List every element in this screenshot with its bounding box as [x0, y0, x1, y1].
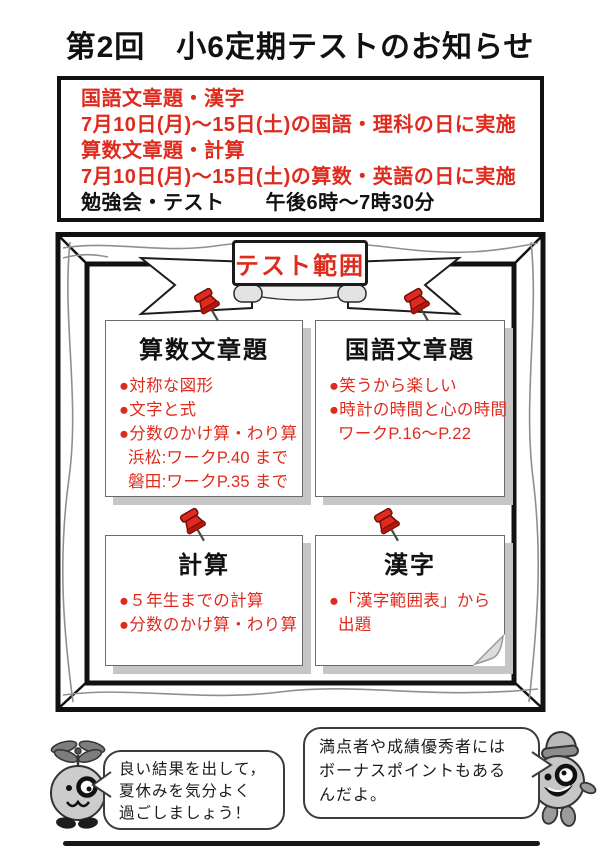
mascot-propeller-icon	[50, 740, 106, 763]
card-title: 漢字	[384, 552, 436, 579]
card-item: ●笑うから楽しい	[329, 377, 457, 395]
pushpin-icon	[373, 507, 400, 542]
card-title: 算数文章題	[139, 337, 269, 364]
bubble-tail-right-icon	[531, 751, 553, 778]
card-item: 磐田:ワークP.35 まで	[128, 473, 289, 491]
notice-line: 7月10日(月)～15日(土)の算数・英語の日に実施	[81, 166, 517, 188]
card-item: ●文字と式	[119, 401, 197, 419]
card-item: ●対称な図形	[119, 377, 214, 395]
notice-line: 7月10日(月)～15日(土)の国語・理科の日に実施	[81, 114, 517, 136]
notice-box: 国語文章題・漢字 7月10日(月)～15日(土)の国語・理科の日に実施 算数文章…	[57, 76, 544, 222]
card-item: ●分数のかけ算・わり算	[119, 425, 298, 443]
card-item: ●「漢字範囲表」から	[329, 592, 491, 610]
notice-line-session: 勉強会・テスト 午後6時～7時30分	[81, 192, 435, 214]
propeller-mascot-icon	[50, 740, 106, 829]
card-calculation: 計算 ●５年生までの計算 ●分数のかけ算・わり算	[105, 535, 303, 666]
banner-test-range-label: テスト範囲	[232, 240, 368, 286]
pushpin-icon	[403, 287, 430, 322]
card-math-word-problems: 算数文章題 ●対称な図形 ●文字と式 ●分数のかけ算・わり算 浜松:ワークP.4…	[105, 320, 303, 497]
pushpin-icon	[179, 507, 206, 542]
card-japanese-word-problems: 国語文章題 ●笑うから楽しい ●時計の時間と心の時間 ワークP.16～P.22	[315, 320, 508, 497]
card-item: ●５年生までの計算	[119, 592, 264, 610]
folded-corner-icon	[473, 634, 505, 666]
notice-line: 算数文章題・計算	[81, 140, 245, 162]
card-item: ●分数のかけ算・わり算	[119, 616, 298, 634]
ribbon-banner-icon	[137, 256, 463, 316]
card-item: ワークP.16～P.22	[338, 425, 472, 443]
card-kanji: 漢字 ●「漢字範囲表」から 出題	[315, 535, 505, 666]
footer-bar	[63, 841, 540, 846]
pushpin-icon	[193, 287, 220, 322]
page-title: 第2回 小6定期テストのお知らせ	[65, 31, 535, 64]
card-item: ●時計の時間と心の時間	[329, 401, 508, 419]
card-item: 浜松:ワークP.40 まで	[128, 449, 289, 467]
card-title: 国語文章題	[345, 337, 475, 364]
bubble-tail-left-icon	[91, 771, 112, 798]
card-item: 出題	[338, 616, 372, 634]
speech-bubble-right: 満点者や成績優秀者には ボーナスポイントもある んだよ。	[303, 727, 540, 819]
notice-line: 国語文章題・漢字	[81, 88, 245, 110]
speech-bubble-left: 良い結果を出して， 夏休みを気分よく 過ごしましょう！	[103, 750, 285, 830]
card-title: 計算	[178, 552, 230, 579]
mascot-hat-icon	[541, 730, 579, 760]
